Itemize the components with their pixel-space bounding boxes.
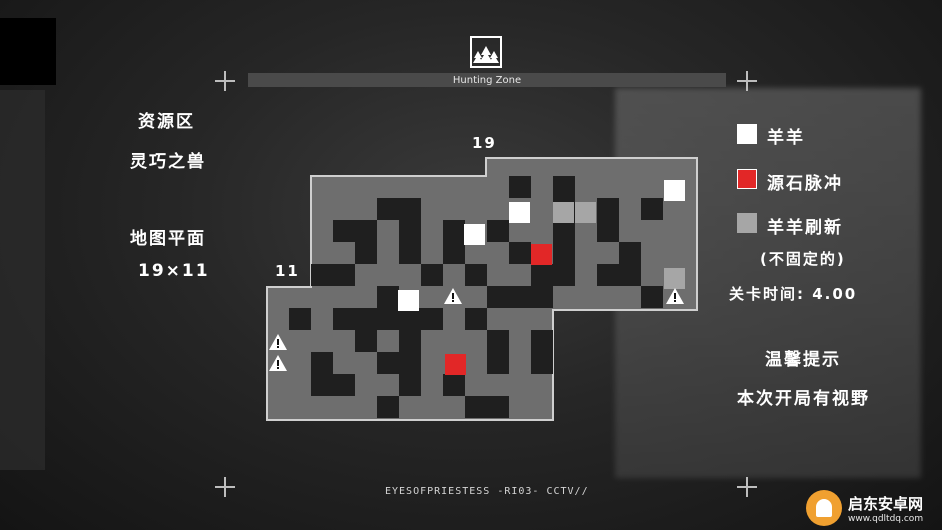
map-width-label: 19: [472, 134, 497, 152]
crosshair-icon: [215, 71, 235, 91]
legend-spawn-label: 羊羊刷新: [767, 218, 843, 238]
legend-source-label: 源石脉冲: [767, 174, 843, 194]
wall-cell: [377, 396, 399, 418]
wall-cell: [487, 220, 509, 242]
crosshair-icon: [737, 477, 757, 497]
sheep-cell: [464, 224, 485, 245]
sheep-cell: [664, 180, 685, 201]
sheep-cell: [398, 290, 419, 311]
warning-icon-mark: [277, 360, 279, 366]
wall-cell: [531, 264, 553, 286]
crosshair-icon: [737, 71, 757, 91]
wall-cell: [465, 396, 509, 418]
wall-cell: [619, 242, 641, 264]
map-height-label: 11: [275, 262, 300, 280]
watermark-logo-icon: [806, 490, 842, 526]
forest-tree-icon: [470, 36, 502, 68]
warning-icon-dot: [277, 367, 279, 369]
wall-cell: [289, 308, 311, 330]
region-label: 资源区: [138, 112, 195, 132]
warning-icon-dot: [277, 346, 279, 348]
stage-time: 关卡时间: 4.00: [729, 285, 858, 303]
watermark-name: 启东安卓网: [848, 494, 924, 513]
sheep-spawn-cell: [553, 202, 574, 223]
footer-text: EYESOFPRIESTESS -RI03- CCTV//: [385, 486, 589, 497]
wall-cell: [399, 374, 421, 396]
source-pulse-cell: [445, 354, 466, 375]
watermark: 启东安卓网 www.qdltdq.com: [806, 488, 940, 528]
wall-cell: [311, 264, 355, 286]
source-pulse-cell: [531, 244, 552, 265]
wall-cell: [421, 264, 443, 286]
wall-cell: [641, 198, 663, 220]
wall-cell: [641, 286, 663, 308]
sheep-spawn-cell: [664, 268, 685, 289]
wall-cell: [333, 374, 355, 396]
region-name: 灵巧之兽: [130, 152, 206, 172]
legend-spawn-swatch: [737, 213, 757, 233]
warning-icon-mark: [452, 293, 454, 299]
wall-cell: [333, 308, 443, 330]
legend-source-swatch: [737, 169, 757, 189]
wall-cell: [333, 220, 377, 242]
legend-sheep-label: 羊羊: [767, 128, 805, 148]
wall-cell: [465, 308, 487, 330]
tips-body: 本次开局有视野: [737, 389, 870, 409]
wall-cell: [377, 352, 421, 374]
sheep-cell: [509, 202, 530, 223]
corner-block: [0, 18, 56, 85]
warning-icon-mark: [674, 293, 676, 299]
warning-icon-dot: [674, 300, 676, 302]
sheep-spawn-cell: [575, 202, 596, 223]
tips-title: 温馨提示: [765, 350, 841, 370]
wall-cell: [399, 198, 421, 264]
wall-cell: [597, 198, 619, 242]
wall-cell: [465, 264, 487, 286]
plan-label: 地图平面: [130, 229, 206, 249]
wall-cell: [509, 242, 531, 264]
wall-cell: [377, 286, 399, 308]
wall-cell: [399, 330, 421, 352]
wall-cell: [487, 286, 553, 308]
watermark-url: www.qdltdq.com: [848, 513, 924, 524]
warning-icon-mark: [277, 339, 279, 345]
background-strip: [0, 90, 45, 470]
page-title: Hunting Zone: [452, 74, 522, 86]
wall-cell: [311, 352, 333, 396]
warning-icon-dot: [452, 300, 454, 302]
wall-cell: [443, 374, 465, 396]
wall-cell: [355, 330, 377, 352]
wall-cell: [553, 220, 575, 286]
wall-cell: [355, 242, 377, 264]
wall-cell: [531, 330, 553, 374]
wall-cell: [509, 176, 531, 198]
plan-size: 19×11: [138, 261, 210, 281]
wall-cell: [487, 330, 509, 374]
legend-note: (不固定的): [760, 250, 846, 268]
wall-cell: [377, 198, 399, 220]
crosshair-icon: [215, 477, 235, 497]
title-bar: Hunting Zone: [248, 73, 726, 87]
legend-sheep-swatch: [737, 124, 757, 144]
wall-cell: [443, 220, 465, 264]
wall-cell: [597, 264, 641, 286]
